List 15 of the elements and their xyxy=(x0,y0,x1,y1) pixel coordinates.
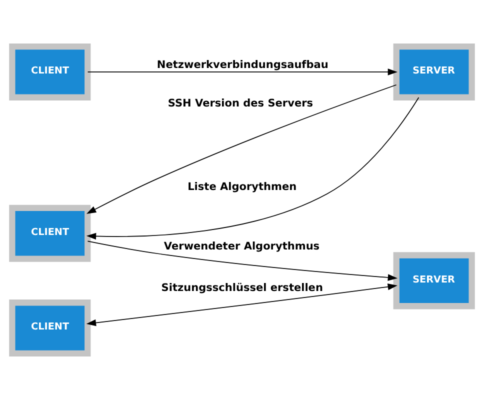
edge-label: Netzwerkverbindungsaufbau xyxy=(156,59,328,72)
node-box: CLIENT xyxy=(9,300,91,357)
edge-label: Liste Algorythmen xyxy=(188,181,297,193)
arrow xyxy=(86,283,398,326)
node-box: SERVER xyxy=(393,43,475,100)
node-box: SERVER xyxy=(393,252,475,310)
arrow xyxy=(86,97,420,240)
arrow xyxy=(87,68,398,76)
arrow xyxy=(87,240,398,281)
edge-label: SSH Version des Servers xyxy=(168,98,314,110)
edge-label: Sitzungsschlüssel erstellen xyxy=(161,282,323,294)
node-box: CLIENT xyxy=(9,204,91,262)
edge-label: Verwendeter Algorythmus xyxy=(164,240,320,253)
node-box: CLIENT xyxy=(9,43,91,100)
arrow xyxy=(86,84,397,214)
